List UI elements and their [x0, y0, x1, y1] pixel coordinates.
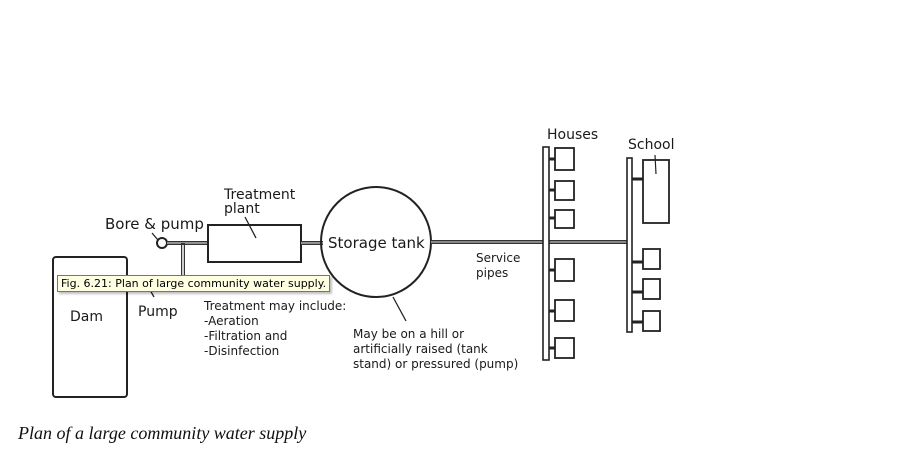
treatment-plant-label-line1: Treatment	[223, 187, 296, 203]
house	[632, 248, 661, 270]
bore-pump-label: Bore & pump	[105, 215, 204, 233]
service-pipes-label-line1: Service	[476, 251, 520, 265]
bore-pump-icon	[156, 237, 168, 249]
house	[549, 299, 575, 322]
dam-label: Dam	[70, 309, 103, 325]
figure-tooltip: Fig. 6.21: Plan of large community water…	[57, 275, 331, 292]
school-branch-pipe	[626, 157, 633, 333]
houses-label: Houses	[547, 127, 598, 143]
school-branch-houses	[632, 248, 661, 332]
houses-group	[549, 147, 575, 359]
house	[549, 258, 575, 282]
tank-note-line: stand) or pressured (pump)	[353, 357, 518, 371]
treatment-note-line: Treatment may include:	[203, 299, 346, 313]
treatment-note-line: -Disinfection	[204, 344, 279, 358]
house	[549, 147, 575, 171]
treatment-note-line: -Filtration and	[204, 329, 287, 343]
tank-pointer	[392, 296, 407, 322]
house	[632, 278, 661, 300]
school-label: School	[628, 137, 674, 153]
house	[549, 337, 575, 359]
tank-note-line: May be on a hill or	[353, 327, 464, 341]
treatment-pointer	[244, 216, 257, 239]
figure-caption: Plan of a large community water supply	[18, 423, 307, 443]
service-pipes-label-line2: pipes	[476, 266, 508, 280]
storage-tank-label: Storage tank	[328, 234, 425, 252]
school-building	[632, 154, 670, 224]
bore-pointer	[151, 232, 159, 241]
treatment-note: Treatment may include: -Aeration -Filtra…	[203, 299, 350, 358]
tank-note-line: artificially raised (tank	[353, 342, 488, 356]
tank-note: May be on a hill or artificially raised …	[353, 327, 518, 371]
house	[549, 209, 575, 229]
house	[549, 180, 575, 201]
house	[632, 310, 661, 332]
houses-branch-pipe	[542, 146, 550, 361]
treatment-plant-box	[207, 224, 302, 263]
treatment-plant-label-line2: plant	[224, 201, 260, 217]
treatment-note-line: -Aeration	[204, 314, 259, 328]
dam-box	[52, 256, 128, 398]
pump-label: Pump	[138, 304, 178, 320]
